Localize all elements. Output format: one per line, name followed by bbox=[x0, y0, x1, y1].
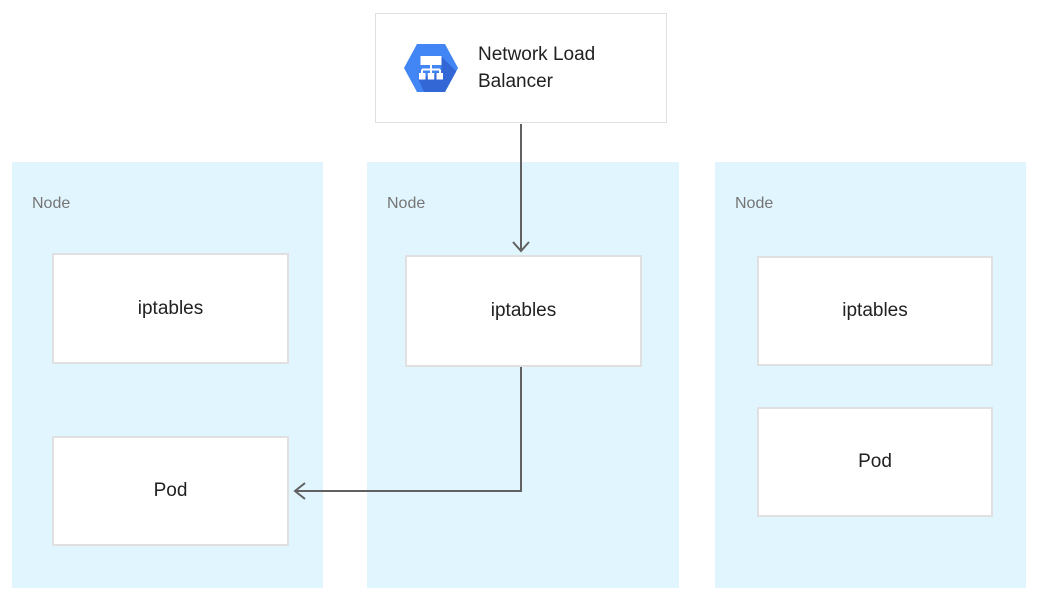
node-panel-3: Node iptables Pod bbox=[715, 162, 1026, 588]
node-3-iptables-box: iptables bbox=[757, 256, 993, 366]
node-1-iptables-box: iptables bbox=[52, 253, 289, 364]
network-load-balancer-icon bbox=[404, 44, 458, 92]
node-3-pod-box: Pod bbox=[757, 407, 993, 517]
node-panel-1: Node iptables Pod bbox=[12, 162, 323, 588]
node-2-iptables-box: iptables bbox=[405, 255, 642, 367]
node-panel-2: Node iptables bbox=[367, 162, 679, 588]
node-3-label: Node bbox=[735, 195, 774, 212]
network-load-balancer-label: Network Load Balancer bbox=[478, 44, 596, 92]
network-load-balancer-card: Network Load Balancer bbox=[375, 13, 667, 123]
node-1-pod-box: Pod bbox=[52, 436, 289, 546]
node-1-label: Node bbox=[32, 195, 71, 212]
node-2-label: Node bbox=[387, 195, 426, 212]
